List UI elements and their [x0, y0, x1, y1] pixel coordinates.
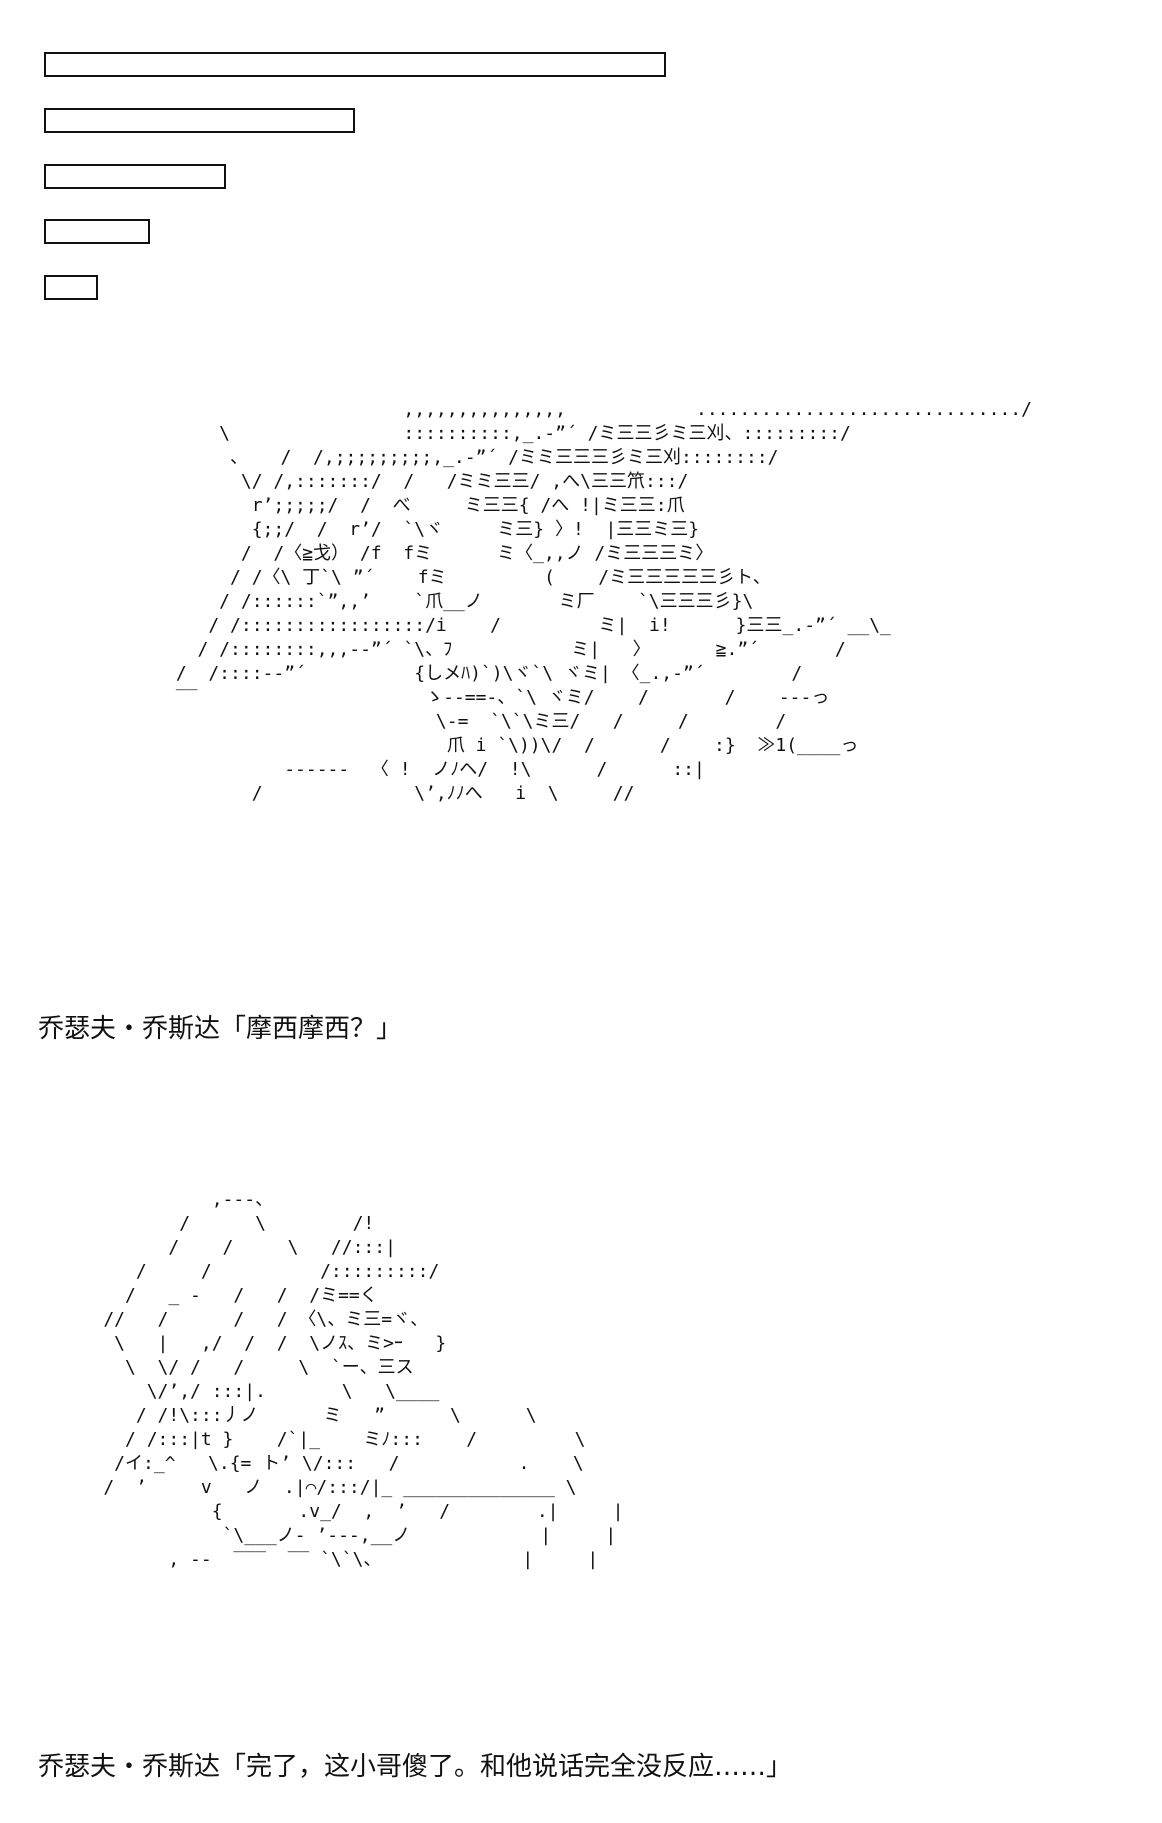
- header-bar-5: [44, 275, 98, 300]
- header-bar-2: [44, 108, 355, 133]
- ascii-art-figure-seated: ,‐‐‐、 / \ /! / / \ //:::| / / /:::::::::…: [103, 1189, 624, 1570]
- ascii-art-figure-hat: ,,,,,,,,,,,,,,, ........................…: [175, 399, 1032, 804]
- header-bar-4: [44, 219, 150, 244]
- dialogue-caption-1: 乔瑟夫・乔斯达「摩西摩西？」: [38, 1014, 403, 1044]
- dialogue-caption-2: 乔瑟夫・乔斯达「完了，这小哥傻了。和他说话完全没反应……」: [38, 1752, 793, 1782]
- header-bar-3: [44, 164, 226, 189]
- header-bar-1: [44, 52, 666, 77]
